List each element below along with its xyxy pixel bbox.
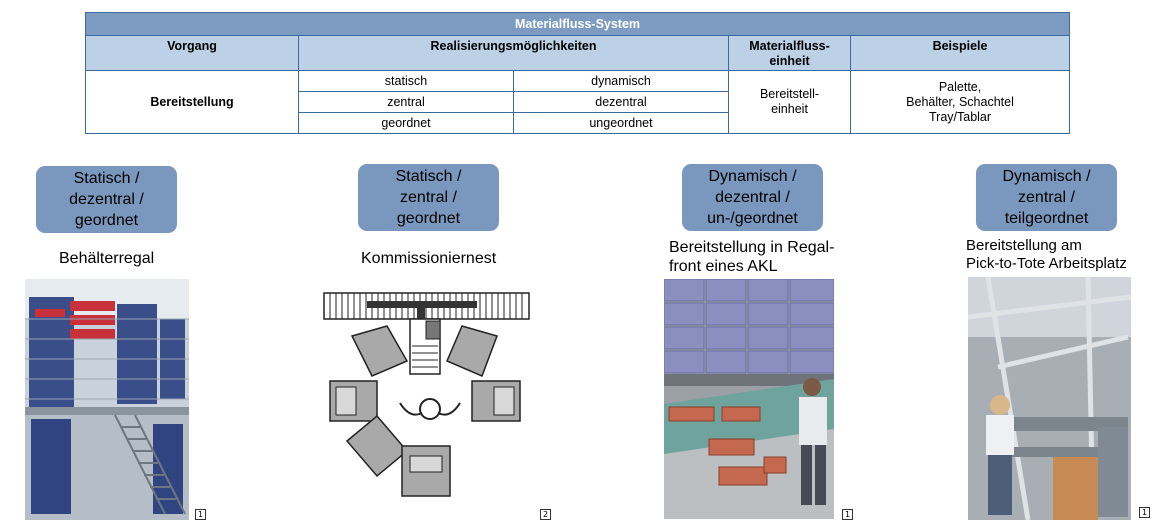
einheit-value: Bereitstell- einheit [728, 70, 851, 134]
shelving-rack-photo [25, 279, 189, 520]
category-box-4: Dynamisch / zentral / teilgeordnet [976, 164, 1117, 231]
category-line: Statisch / [395, 168, 462, 185]
category-box-1: Statisch / dezentral / geordnet [36, 166, 177, 233]
category-line: un-/geordnet [707, 210, 798, 227]
materialfluss-table: Materialfluss-System Vorgang Realisierun… [84, 12, 1071, 134]
category-line: Dynamisch / [708, 168, 797, 185]
category-line: dezentral / [69, 191, 144, 208]
category-line: teilgeordnet [1004, 210, 1089, 227]
category-line: Statisch / [73, 170, 140, 187]
category-line: Dynamisch / [1002, 168, 1091, 185]
image-reference-1: 1 [195, 509, 206, 520]
header-einheit: Materialfluss- einheit [728, 35, 851, 71]
option-cell: statisch [298, 70, 514, 92]
caption-kommissioniernest: Kommissioniernest [361, 250, 497, 267]
picking-nest-diagram [322, 291, 532, 503]
image-reference-4: 1 [1139, 507, 1150, 518]
caption-behaelterregal: Behälterregal [59, 250, 155, 267]
option-cell: zentral [298, 91, 514, 113]
image-reference-3: 1 [842, 509, 853, 520]
beispiele-value: Palette, Behälter, Schachtel Tray/Tablar [849, 70, 1071, 134]
category-line: geordnet [396, 210, 461, 227]
pick-to-tote-workstation-photo [968, 277, 1131, 520]
header-beispiele: Beispiele [849, 35, 1071, 71]
option-cell: geordnet [298, 112, 514, 134]
header-vorgang: Vorgang [85, 35, 299, 71]
option-cell: dynamisch [513, 70, 729, 92]
category-line: dezentral / [715, 189, 790, 206]
category-line: zentral / [400, 189, 457, 206]
category-box-3: Dynamisch / dezentral / un-/geordnet [682, 164, 823, 231]
image-reference-2: 2 [540, 509, 551, 520]
caption-akl: Bereitstellung in Regal- front eines AKL [669, 239, 835, 275]
category-line: zentral / [1018, 189, 1075, 206]
option-cell: ungeordnet [513, 112, 729, 134]
akl-rack-front-rendering [664, 279, 834, 519]
header-realisierung: Realisierungsmöglichkeiten [298, 35, 729, 71]
category-box-2: Statisch / zentral / geordnet [358, 164, 499, 231]
caption-pick-to-tote: Bereitstellung am Pick-to-Tote Arbeitspl… [966, 237, 1127, 272]
option-cell: dezentral [513, 91, 729, 113]
table-title: Materialfluss-System [84, 12, 1071, 36]
category-line: geordnet [74, 212, 139, 229]
row-label-bereitstellung: Bereitstellung [85, 70, 299, 134]
